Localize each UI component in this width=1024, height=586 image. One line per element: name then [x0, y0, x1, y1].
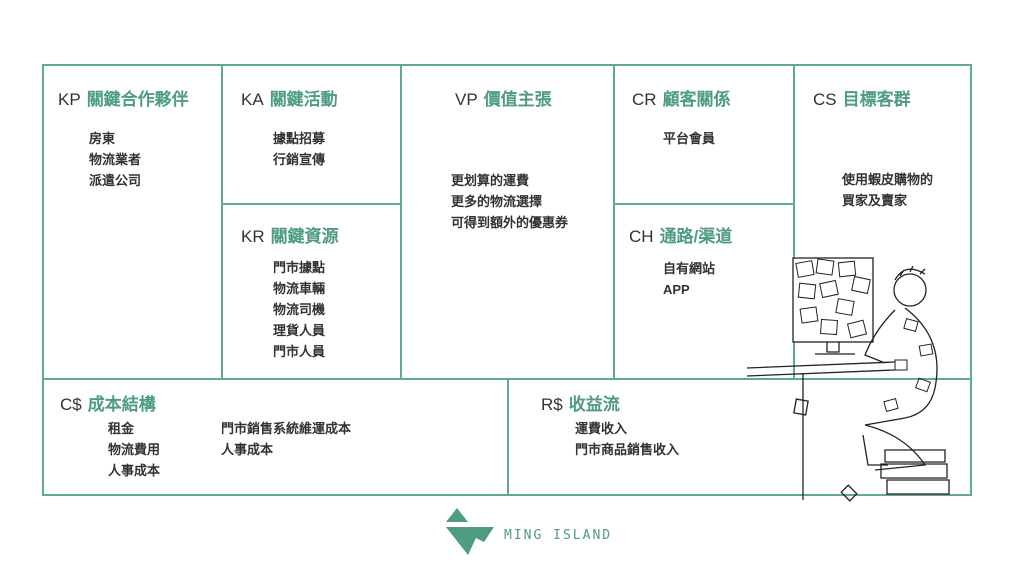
kp-items: 房東 物流業者 派遣公司	[89, 128, 141, 191]
cr-heading: CR 顧客關係	[632, 85, 731, 110]
list-item: 買家及賣家	[842, 193, 908, 208]
list-item: 物流司機	[273, 302, 326, 317]
cs-title: 目標客群	[842, 90, 911, 109]
sticky-notes-person-illustration	[746, 257, 950, 502]
revenue-heading: R$ 收益流	[541, 390, 620, 415]
list-item: 物流費用	[108, 442, 161, 457]
revenue-cell	[507, 378, 972, 496]
revenue-code: R$	[541, 395, 563, 414]
list-item: 門市銷售系統維運成本	[221, 421, 352, 436]
kp-title: 關鍵合作夥伴	[86, 90, 189, 109]
cs-code: CS	[813, 90, 837, 109]
ka-code: KA	[241, 90, 264, 109]
cost-heading: C$ 成本結構	[60, 390, 156, 415]
kp-code: KP	[58, 90, 81, 109]
cr-code: CR	[632, 90, 657, 109]
list-item: 更划算的運費	[451, 173, 530, 188]
ka-items: 據點招募 行銷宣傳	[273, 128, 325, 170]
list-item: 據點招募	[273, 131, 326, 146]
ming-island-logo-icon	[446, 508, 494, 555]
list-item: 人事成本	[221, 442, 274, 457]
list-item: 門市商品銷售收入	[575, 442, 680, 457]
kr-title: 關鍵資源	[270, 227, 339, 246]
list-item: 更多的物流選擇	[451, 194, 543, 209]
list-item: 可得到額外的優惠券	[451, 215, 569, 230]
revenue-items: 運費收入 門市商品銷售收入	[575, 418, 679, 460]
vp-title: 價值主張	[483, 90, 552, 109]
list-item: 人事成本	[108, 463, 161, 478]
list-item: 物流業者	[89, 152, 142, 167]
vp-code: VP	[455, 90, 478, 109]
cost-items-col2: 門市銷售系統維運成本 人事成本	[221, 418, 351, 460]
ch-items: 自有網站 APP	[663, 258, 715, 300]
list-item: 物流車輛	[273, 281, 326, 296]
ka-title: 關鍵活動	[269, 90, 338, 109]
ch-title: 通路/渠道	[659, 227, 733, 246]
ka-heading: KA 關鍵活動	[241, 85, 338, 110]
ch-heading: CH 通路/渠道	[629, 222, 732, 247]
list-item: 行銷宣傳	[273, 152, 326, 167]
list-item: 使用蝦皮購物的	[842, 172, 934, 187]
cs-heading: CS 目標客群	[813, 85, 911, 110]
list-item: 平台會員	[663, 131, 716, 146]
kp-heading: KP 關鍵合作夥伴	[58, 85, 189, 110]
list-item: 理貨人員	[273, 323, 326, 338]
list-item: APP	[663, 282, 690, 297]
cost-items-col1: 租金 物流費用 人事成本	[108, 418, 160, 481]
list-item: 房東	[89, 131, 116, 146]
brand-name: MING ISLAND	[504, 528, 613, 543]
list-item: 派遣公司	[89, 173, 142, 188]
list-item: 運費收入	[575, 421, 628, 436]
cr-items: 平台會員	[663, 128, 715, 149]
vp-items: 更划算的運費 更多的物流選擇 可得到額外的優惠券	[451, 170, 568, 233]
list-item: 租金	[108, 421, 135, 436]
list-item: 門市據點	[273, 260, 326, 275]
revenue-title: 收益流	[568, 395, 620, 414]
list-item: 門市人員	[273, 344, 326, 359]
cost-code: C$	[60, 395, 82, 414]
list-item: 自有網站	[663, 261, 716, 276]
cs-items: 使用蝦皮購物的 買家及賣家	[842, 169, 933, 211]
kr-items: 門市據點 物流車輛 物流司機 理貨人員 門市人員	[273, 257, 325, 362]
kr-heading: KR 關鍵資源	[241, 222, 339, 247]
kr-code: KR	[241, 227, 265, 246]
cost-title: 成本結構	[87, 395, 156, 414]
kp-cell	[42, 64, 223, 380]
vp-heading: VP 價值主張	[455, 85, 552, 110]
cr-title: 顧客關係	[662, 90, 731, 109]
ch-code: CH	[629, 227, 654, 246]
